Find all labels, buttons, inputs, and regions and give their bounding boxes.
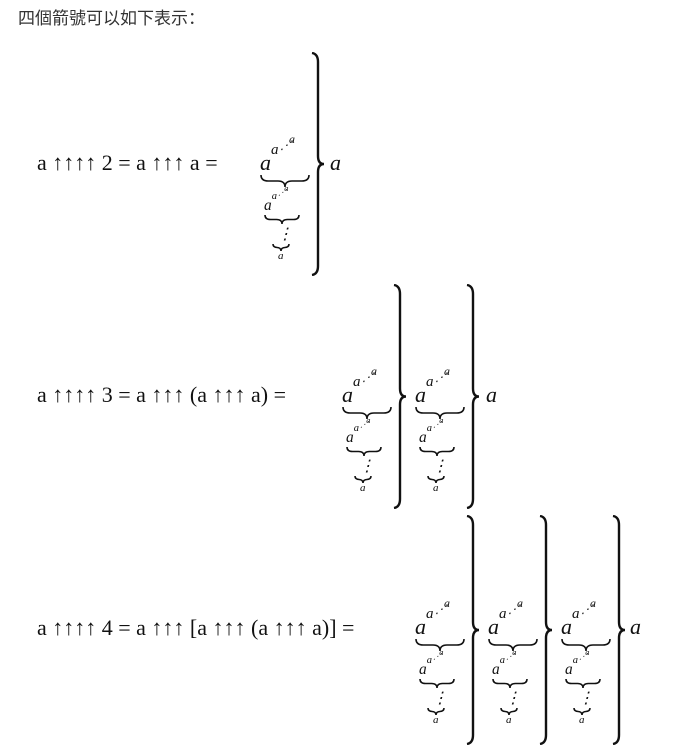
- intro-text: 四個箭號可以如下表示：: [18, 9, 205, 29]
- tower-exp: a: [353, 374, 361, 390]
- tower-dots: ⋰: [581, 602, 593, 616]
- subtower-exp: a: [426, 654, 432, 666]
- tower-top: a: [517, 596, 523, 610]
- subtower-top: a: [512, 647, 517, 657]
- tower-bottom: a: [579, 714, 585, 726]
- formula-lhs: a ↑↑↑↑ 4 = a ↑↑↑ [a ↑↑↑ (a ↑↑↑ a)] =: [37, 615, 355, 640]
- underbrace: [561, 638, 611, 652]
- tower-exp: a: [572, 606, 580, 622]
- subtower-dots: ⋰: [433, 651, 442, 661]
- underbrace: [342, 406, 392, 420]
- tower-exp: a: [271, 142, 279, 158]
- subtower-exp: a: [572, 654, 578, 666]
- tower-base: a: [488, 614, 499, 639]
- tower-top: a: [289, 132, 295, 146]
- subtower-dots: ⋰: [278, 187, 287, 197]
- subtower-base: a: [346, 429, 354, 446]
- subtower-base: a: [492, 661, 500, 678]
- tower-bottom: a: [433, 482, 439, 494]
- right-brace: [466, 284, 480, 509]
- tower-dots: ⋰: [362, 370, 374, 384]
- right-brace: [393, 284, 407, 509]
- tower-top: a: [371, 364, 377, 378]
- subtower-exp: a: [426, 422, 432, 434]
- formula-result: a: [486, 382, 497, 407]
- underbrace: [427, 475, 445, 484]
- formula-result: a: [330, 150, 341, 175]
- subtower-top: a: [439, 415, 444, 425]
- subtower-exp: a: [499, 654, 505, 666]
- underbrace: [354, 475, 372, 484]
- subtower-dots: ⋰: [579, 651, 588, 661]
- tower-exp: a: [426, 606, 434, 622]
- formula-result: a: [630, 614, 641, 639]
- subtower-base: a: [264, 197, 272, 214]
- subtower-top: a: [284, 183, 289, 193]
- subtower-dots: ⋰: [433, 419, 442, 429]
- tower-base: a: [415, 614, 426, 639]
- tower-bottom: a: [278, 250, 284, 262]
- tower-top: a: [444, 364, 450, 378]
- tower-dots: ⋰: [435, 602, 447, 616]
- underbrace: [427, 707, 445, 716]
- subtower-exp: a: [271, 190, 277, 202]
- underbrace: [264, 214, 300, 225]
- right-brace: [539, 515, 553, 745]
- tower-base: a: [561, 614, 572, 639]
- tower-exp: a: [426, 374, 434, 390]
- tower-dots: ⋰: [435, 370, 447, 384]
- vertical-dots: ⋮: [432, 458, 448, 475]
- underbrace: [565, 678, 601, 689]
- tower-dots: ⋰: [280, 138, 292, 152]
- tower-bottom: a: [433, 714, 439, 726]
- underbrace: [500, 707, 518, 716]
- underbrace: [346, 446, 382, 457]
- subtower-exp: a: [353, 422, 359, 434]
- subtower-dots: ⋰: [360, 419, 369, 429]
- tower-exp: a: [499, 606, 507, 622]
- vertical-dots: ⋮: [505, 690, 521, 707]
- formula-lhs: a ↑↑↑↑ 3 = a ↑↑↑ (a ↑↑↑ a) =: [37, 382, 287, 407]
- tower-bottom: a: [506, 714, 512, 726]
- tower-bottom: a: [360, 482, 366, 494]
- vertical-dots: ⋮: [578, 690, 594, 707]
- tower-base: a: [342, 382, 353, 407]
- subtower-base: a: [565, 661, 573, 678]
- underbrace: [260, 174, 310, 188]
- subtower-base: a: [419, 429, 427, 446]
- vertical-dots: ⋮: [277, 226, 293, 243]
- tower-dots: ⋰: [508, 602, 520, 616]
- underbrace: [573, 707, 591, 716]
- subtower-dots: ⋰: [506, 651, 515, 661]
- right-brace: [612, 515, 626, 745]
- right-brace: [466, 515, 480, 745]
- tower-top: a: [590, 596, 596, 610]
- subtower-top: a: [366, 415, 371, 425]
- subtower-top: a: [439, 647, 444, 657]
- formula-lhs: a ↑↑↑↑ 2 = a ↑↑↑ a =: [37, 150, 218, 175]
- tower-base: a: [260, 150, 271, 175]
- tower-top: a: [444, 596, 450, 610]
- underbrace: [272, 243, 290, 252]
- underbrace: [488, 638, 538, 652]
- tower-base: a: [415, 382, 426, 407]
- vertical-dots: ⋮: [432, 690, 448, 707]
- subtower-top: a: [585, 647, 590, 657]
- vertical-dots: ⋮: [359, 458, 375, 475]
- right-brace: [311, 52, 325, 276]
- underbrace: [415, 638, 465, 652]
- underbrace: [419, 678, 455, 689]
- underbrace: [419, 446, 455, 457]
- subtower-base: a: [419, 661, 427, 678]
- underbrace: [415, 406, 465, 420]
- underbrace: [492, 678, 528, 689]
